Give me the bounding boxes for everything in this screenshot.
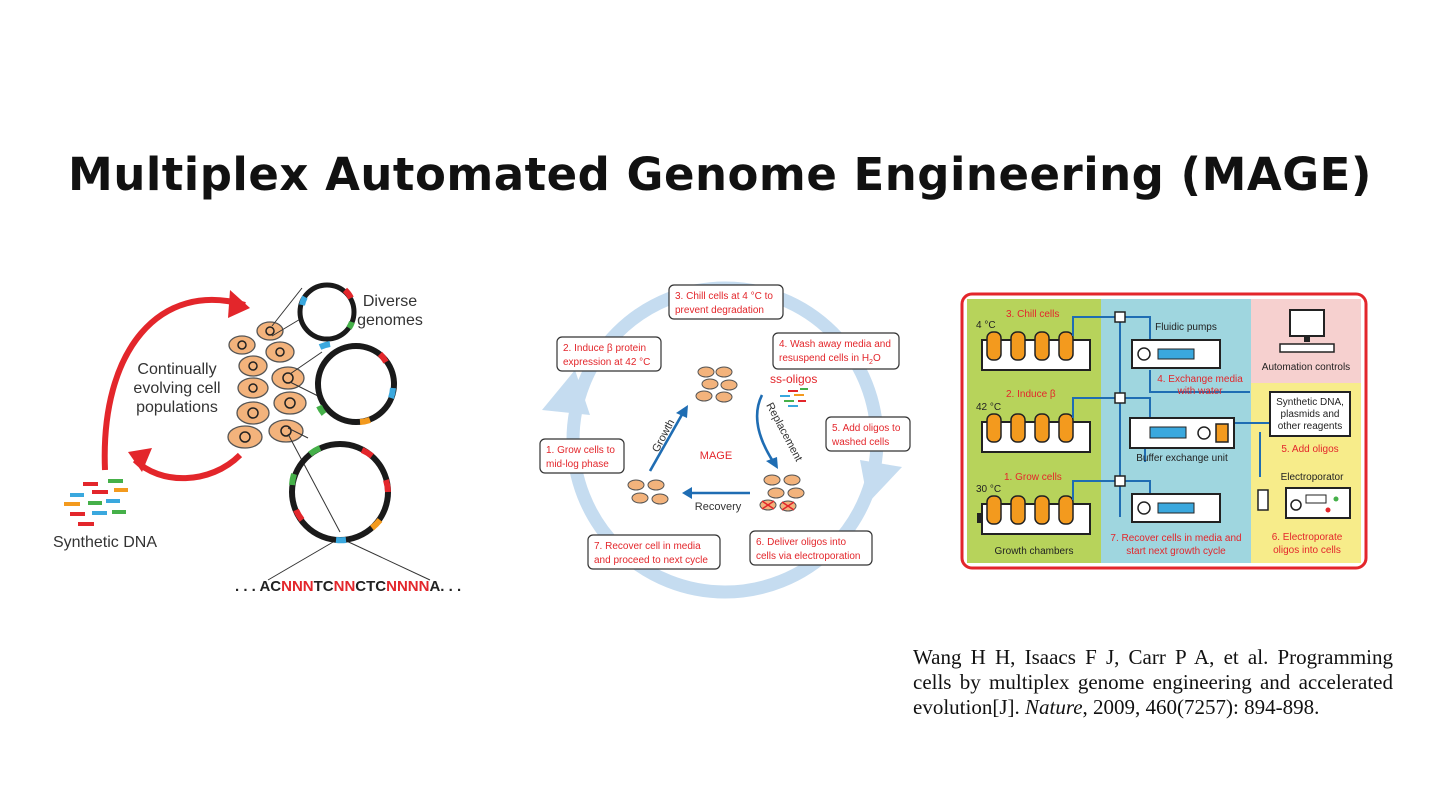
induce-temp: 42 °C bbox=[976, 402, 1001, 413]
reagents-label-3: other reagents bbox=[1278, 421, 1343, 432]
mage-cycle-figure: 3. Chill cells at 4 °C to prevent degrad… bbox=[539, 281, 911, 599]
cycle-arrowhead-top-icon bbox=[228, 290, 250, 318]
tube-rack-grow bbox=[977, 495, 1091, 535]
diverse-label-2: genomes bbox=[357, 312, 423, 329]
step7-box bbox=[587, 534, 721, 570]
step2-text: 2. Induce β protein bbox=[563, 343, 646, 354]
diverse-label-1: Diverse bbox=[363, 293, 417, 310]
citation: Wang H H, Isaacs F J, Carr P A, et al. P… bbox=[913, 645, 1393, 720]
diverse-genomes-figure: Continually evolving cell populations bbox=[53, 282, 461, 595]
step1-text-2: mid-log phase bbox=[546, 459, 609, 470]
slide-title: Multiplex Automated Genome Engineering (… bbox=[68, 148, 1372, 201]
step3-box bbox=[668, 284, 784, 320]
cycle-arrowhead-left-icon bbox=[542, 370, 590, 415]
cell bbox=[227, 425, 263, 449]
tube-rack-induce bbox=[981, 413, 1091, 453]
reagents-label-2: plasmids and bbox=[1281, 409, 1340, 420]
step6-text-2: cells via electroporation bbox=[756, 551, 861, 562]
cell bbox=[271, 366, 305, 390]
ss-oligos-icon bbox=[780, 388, 808, 407]
step7-text-2: and proceed to next cycle bbox=[594, 555, 708, 566]
genome-plasmid-medium bbox=[315, 343, 397, 425]
evolution-return-arrow bbox=[132, 452, 243, 482]
reagents-label-1: Synthetic DNA, bbox=[1276, 397, 1344, 408]
computer-icon bbox=[1279, 309, 1335, 353]
electroporate-label-1: 6. Electroporate bbox=[1272, 532, 1343, 543]
electroporator-label: Electroporator bbox=[1281, 472, 1344, 483]
step5-text: 5. Add oligos to bbox=[832, 423, 901, 434]
citation-text: Wang H H, Isaacs F J, Carr P A, et al. P… bbox=[913, 645, 1393, 719]
cell bbox=[237, 377, 269, 399]
fluidic-pumps-label: Fluidic pumps bbox=[1155, 322, 1217, 333]
cycle-arrowhead-right-icon bbox=[860, 460, 902, 503]
mage-device-figure: 3. Chill cells 4 °C 2. Induce β 42 °C 1.… bbox=[960, 292, 1368, 570]
growth-chambers-label: Growth chambers bbox=[995, 546, 1074, 557]
step2-box bbox=[556, 336, 662, 372]
step1-text: 1. Grow cells to bbox=[546, 445, 615, 456]
cell bbox=[256, 321, 284, 341]
replacement-arrow bbox=[755, 394, 776, 464]
reagents-box bbox=[1269, 391, 1351, 437]
population-label-2: evolving cell bbox=[133, 380, 220, 397]
exchange-label-2: with water bbox=[1176, 386, 1223, 397]
automation-label: Automation controls bbox=[1262, 362, 1350, 373]
recovery-label: Recovery bbox=[695, 501, 742, 513]
dna-sequence: . . . ACNNNTCNNCTCNNNNA. . . bbox=[235, 578, 461, 595]
growth-arrow bbox=[648, 410, 686, 472]
cell bbox=[265, 341, 295, 363]
step6-box bbox=[749, 530, 873, 566]
buffer-unit-label: Buffer exchange unit bbox=[1136, 453, 1228, 464]
step4-text-2: resuspend cells in H2O bbox=[779, 353, 881, 366]
cell-population bbox=[227, 321, 307, 449]
step3-text: 3. Chill cells at 4 °C to bbox=[675, 291, 773, 302]
step4-box bbox=[772, 332, 900, 370]
step2-text-2: expression at 42 °C bbox=[563, 357, 650, 368]
citation-journal: Nature bbox=[1024, 695, 1083, 719]
population-label-1: Continually bbox=[137, 361, 216, 378]
electroporator-icon bbox=[1257, 487, 1351, 519]
ss-oligos-label: ss-oligos bbox=[770, 372, 817, 386]
step3-text-2: prevent degradation bbox=[675, 305, 764, 316]
grow-label: 1. Grow cells bbox=[1004, 472, 1062, 483]
synthetic-dna-label: Synthetic DNA bbox=[53, 534, 157, 551]
recover-label-1: 7. Recover cells in media and bbox=[1110, 533, 1241, 544]
fluidic-pump-bottom bbox=[1131, 493, 1221, 523]
cycle-arrowhead-bottom-icon bbox=[128, 448, 152, 472]
buffer-exchange-unit bbox=[1129, 417, 1235, 449]
cell bbox=[238, 355, 268, 377]
grow-temp: 30 °C bbox=[976, 484, 1001, 495]
step4-text: 4. Wash away media and bbox=[779, 339, 891, 350]
synthetic-dna-icon bbox=[64, 479, 128, 526]
recover-label-2: start next growth cycle bbox=[1126, 546, 1226, 557]
cell bbox=[228, 335, 256, 355]
citation-details: , 2009, 460(7257): 894-898. bbox=[1082, 695, 1320, 719]
electroporate-label-2: oligos into cells bbox=[1273, 545, 1341, 556]
step6-text: 6. Deliver oligos into bbox=[756, 537, 846, 548]
mage-center-label: MAGE bbox=[700, 450, 732, 462]
cell bbox=[273, 391, 307, 415]
induce-label: 2. Induce β bbox=[1006, 389, 1056, 400]
genome-plasmid-small bbox=[297, 282, 357, 342]
chill-temp: 4 °C bbox=[976, 320, 996, 331]
population-label-3: populations bbox=[136, 399, 218, 416]
tube-rack-chill bbox=[981, 331, 1091, 371]
add-oligos-label: 5. Add oligos bbox=[1281, 444, 1338, 455]
cell bbox=[268, 419, 304, 443]
step5-text-2: washed cells bbox=[831, 437, 889, 448]
cell bbox=[236, 401, 270, 425]
exchange-label-1: 4. Exchange media bbox=[1157, 374, 1243, 385]
fluidic-pump-top bbox=[1131, 339, 1221, 369]
chill-label: 3. Chill cells bbox=[1006, 309, 1059, 320]
step1-box bbox=[539, 438, 625, 474]
evolution-cycle-arrow bbox=[101, 297, 246, 471]
step7-text: 7. Recover cell in media bbox=[594, 541, 701, 552]
step5-box bbox=[825, 416, 911, 452]
